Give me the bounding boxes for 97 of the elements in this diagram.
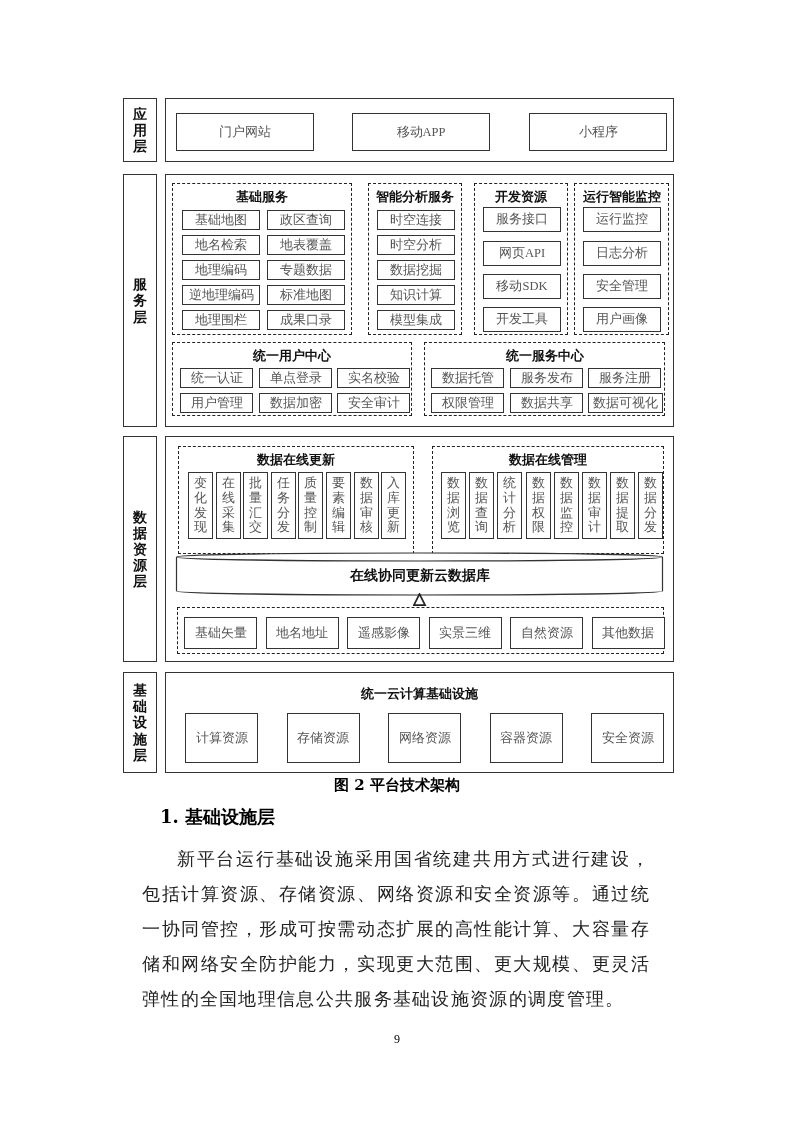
- module-box: 时空连接: [377, 210, 455, 230]
- module-box: 实景三维: [428, 617, 502, 649]
- module-box: 入库更新: [381, 472, 407, 539]
- module-box: 单点登录: [259, 368, 332, 388]
- module-box: 地理编码: [182, 260, 260, 280]
- layer-panel: [165, 436, 674, 662]
- module-box: 网络资源: [388, 713, 461, 763]
- group-title: 运行智能监控: [581, 188, 662, 206]
- group-title: 数据在线管理: [508, 451, 588, 469]
- layer-panel: [165, 98, 674, 162]
- group-panel: [432, 446, 664, 554]
- group-title: 开发资源: [494, 188, 548, 206]
- group-panel: [177, 607, 664, 654]
- layer-panel: [165, 174, 674, 427]
- module-box: 自然资源: [510, 617, 583, 649]
- group-title: 智能分析服务: [375, 188, 455, 206]
- layer-label: 数据资源层: [123, 436, 157, 662]
- module-box: 数据加密: [259, 393, 332, 413]
- module-box: 容器资源: [489, 713, 563, 763]
- module-box: 时空分析: [377, 235, 455, 255]
- module-box: 基础地图: [182, 210, 260, 230]
- module-box: 运行监控: [583, 207, 661, 232]
- layer-label: 服务层: [123, 174, 157, 427]
- module-box: 存储资源: [286, 713, 360, 763]
- module-box: 政区查询: [267, 210, 345, 230]
- group-panel: [178, 446, 414, 554]
- module-box: 数据查询: [469, 472, 495, 539]
- group-panel: [474, 183, 568, 335]
- module-box: 统一认证: [180, 368, 253, 388]
- module-box: 门户网站: [176, 113, 314, 151]
- module-box: 在线采集: [215, 472, 241, 539]
- module-box: 数据审计: [582, 472, 607, 539]
- module-box: 网页API: [483, 241, 561, 266]
- module-box: 逆地理编码: [182, 285, 260, 305]
- module-box: 服务发布: [510, 368, 583, 388]
- layer-label: 基础设施层: [123, 672, 157, 773]
- module-box: 日志分析: [583, 241, 661, 266]
- module-box: 质量控制: [298, 472, 324, 539]
- module-box: 数据权限: [525, 472, 551, 539]
- module-box: 数据挖掘: [377, 260, 455, 280]
- module-box: 小程序: [529, 113, 667, 151]
- module-box: 任务分发: [270, 472, 296, 539]
- module-box: 数据可视化: [588, 393, 663, 413]
- module-box: 安全资源: [591, 713, 664, 763]
- module-box: 安全管理: [583, 274, 661, 299]
- module-box: 要素编辑: [326, 472, 351, 539]
- group-title: 统一服务中心: [504, 347, 585, 365]
- module-box: 专题数据: [267, 260, 345, 280]
- section-heading: 1. 基础设施层: [160, 805, 276, 829]
- group-title: 统一云计算基础设施: [360, 685, 479, 703]
- arrow: [413, 593, 426, 607]
- database-label: 在线协同更新云数据库: [348, 567, 491, 585]
- module-box: 计算资源: [185, 713, 258, 763]
- group-panel: [574, 183, 669, 335]
- module-box: 变化发现: [188, 472, 213, 539]
- module-box: 批量汇交: [243, 472, 269, 539]
- layer-panel: [165, 672, 674, 773]
- module-box: 开发工具: [483, 307, 561, 332]
- module-box: 地名检索: [182, 235, 260, 255]
- module-box: 实名校验: [337, 368, 410, 388]
- module-box: 服务注册: [588, 368, 661, 388]
- module-box: 移动SDK: [483, 274, 561, 299]
- module-box: 数据共享: [510, 393, 583, 413]
- module-box: 数据托管: [431, 368, 504, 388]
- module-box: 模型集成: [377, 310, 455, 330]
- body-paragraph: 新平台运行基础设施采用国省统建共用方式进行建设，包括计算资源、存储资源、网络资源和安全资源等。通过统一协同管控，形成可按需动态扩展的高性能计算、大容量存储和网络安全防护能力，实现更大范围、更大规模、更灵活弹性的全国地理信息公共服务基础设施资源的调度管理。: [142, 848, 650, 1011]
- group-panel: [424, 342, 665, 416]
- module-box: 数据监控: [553, 472, 579, 539]
- module-box: 地表覆盖: [267, 235, 345, 255]
- module-box: 数据分发: [638, 472, 664, 539]
- module-box: 其他数据: [591, 617, 665, 649]
- module-box: 移动APP: [352, 113, 490, 151]
- module-box: 知识计算: [377, 285, 455, 305]
- module-box: 数据审核: [353, 472, 379, 539]
- module-box: 数据浏览: [441, 472, 466, 539]
- page-number: 9: [393, 1032, 401, 1047]
- group-title: 基础服务: [235, 188, 289, 206]
- module-box: 统计分析: [497, 472, 523, 539]
- group-panel: [368, 183, 462, 335]
- module-box: 遥感影像: [347, 617, 420, 649]
- module-box: 基础矢量: [184, 617, 257, 649]
- group-title: 统一用户中心: [252, 347, 332, 365]
- module-box: 标准地图: [267, 285, 345, 305]
- group-title: 数据在线更新: [256, 451, 336, 469]
- group-panel: [172, 183, 352, 335]
- module-box: 地理围栏: [182, 310, 260, 330]
- module-box: 用户管理: [180, 393, 253, 413]
- module-box: 数据提取: [610, 472, 636, 539]
- module-box: 服务接口: [483, 207, 561, 232]
- group-panel: [172, 342, 412, 416]
- figure-caption: 图 2 平台技术架构: [333, 776, 461, 795]
- module-box: 安全审计: [337, 393, 410, 413]
- layer-label: 应用层: [123, 98, 157, 162]
- module-box: 用户画像: [583, 307, 661, 332]
- module-box: 地名地址: [265, 617, 339, 649]
- module-box: 成果口录: [267, 310, 345, 330]
- module-box: 权限管理: [431, 393, 504, 413]
